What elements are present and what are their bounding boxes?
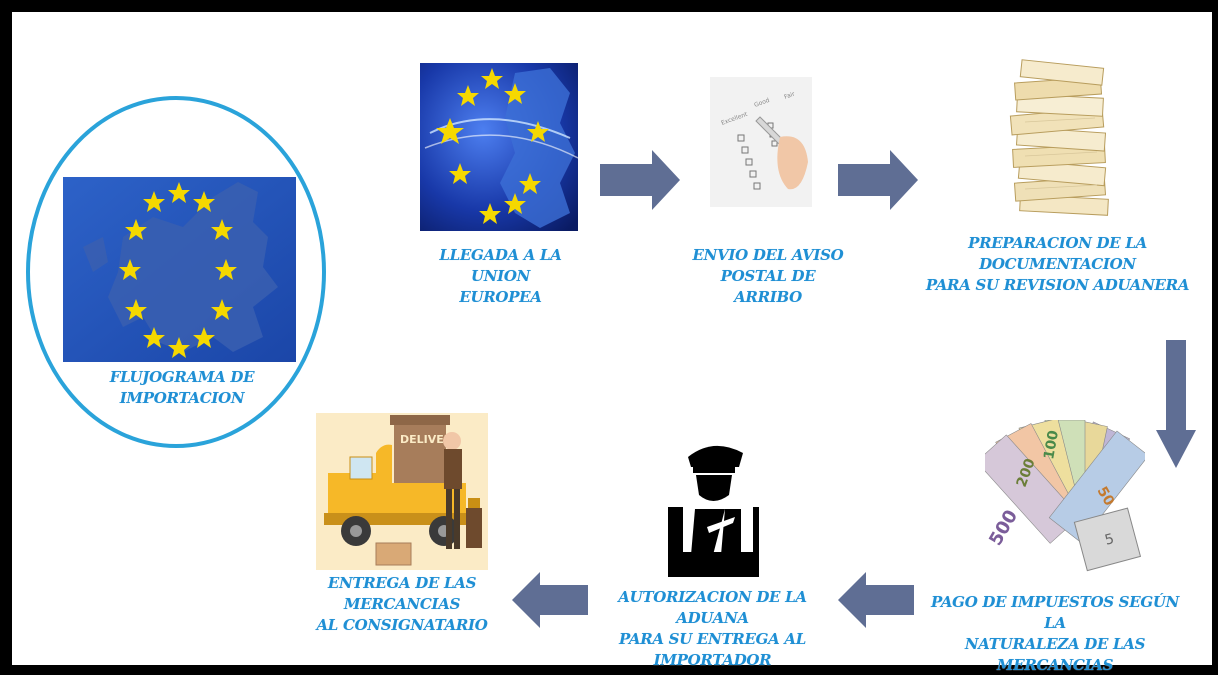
step-autorizacion-line-2: PARA SU ENTREGA AL IMPORTADOR: [619, 630, 806, 669]
arrow-right-2: [838, 150, 918, 210]
step-autorizacion-line-1: AUTORIZACION DE LA ADUANA: [618, 588, 807, 627]
step-llegada-line-2: EUROPEA: [459, 288, 542, 306]
svg-text:500: 500: [985, 506, 1022, 549]
step-entrega-line-2: AL CONSIGNATARIO: [316, 616, 488, 634]
svg-text:5: 5: [1103, 531, 1116, 549]
step-preparacion-line-2: PARA SU REVISION ADUANERA: [925, 276, 1190, 294]
step-pago-line-2: NATURALEZA DE LAS MERCANCIAS: [964, 635, 1146, 674]
step-llegada-label: LLEGADA A LA UNION EUROPEA: [413, 245, 588, 308]
euro-banknotes-icon: 500 200 100 50 20 5: [985, 420, 1145, 572]
step-envio-label: ENVIO DEL AVISO POSTAL DE ARRIBO: [688, 245, 848, 308]
arrow-right-1: [600, 150, 680, 210]
step-pago-line-1: PAGO DE IMPUESTOS SEGÚN LA: [930, 593, 1180, 632]
delivery-truck-icon: DELIVERY: [316, 413, 488, 570]
eu-map-icon: [420, 63, 578, 231]
title-line-1: FLUJOGRAMA DE: [109, 368, 255, 386]
title-line-2: IMPORTACION: [119, 389, 245, 407]
step-entrega-label: ENTREGA DE LAS MERCANCIAS AL CONSIGNATAR…: [292, 573, 512, 636]
arrow-down: [1156, 340, 1196, 468]
step-preparacion-line-1: PREPARACION DE LA DOCUMENTACION: [968, 234, 1147, 273]
step-envio-line-2: POSTAL DE ARRIBO: [720, 267, 816, 306]
document-stack-icon: [1009, 59, 1109, 216]
step-pago-label: PAGO DE IMPUESTOS SEGÚN LA NATURALEZA DE…: [930, 592, 1180, 675]
svg-text:100: 100: [1041, 429, 1062, 461]
title-circle: [26, 96, 326, 448]
arrow-left-2: [512, 572, 588, 628]
svg-text:Fair: Fair: [783, 90, 796, 100]
title-label: FLUJOGRAMA DE IMPORTACION: [97, 367, 267, 409]
checklist-icon: Excellent Good Fair: [710, 77, 812, 207]
step-preparacion-label: PREPARACION DE LA DOCUMENTACION PARA SU …: [925, 233, 1190, 296]
step-envio-line-1: ENVIO DEL AVISO: [692, 246, 844, 264]
step-llegada-line-1: LLEGADA A LA UNION: [439, 246, 562, 285]
customs-officer-icon: [668, 445, 759, 577]
eu-flag-map-icon: [63, 177, 296, 362]
step-entrega-line-1: ENTREGA DE LAS MERCANCIAS: [327, 574, 477, 613]
arrow-left-1: [838, 572, 914, 628]
step-autorizacion-label: AUTORIZACION DE LA ADUANA PARA SU ENTREG…: [590, 587, 835, 671]
